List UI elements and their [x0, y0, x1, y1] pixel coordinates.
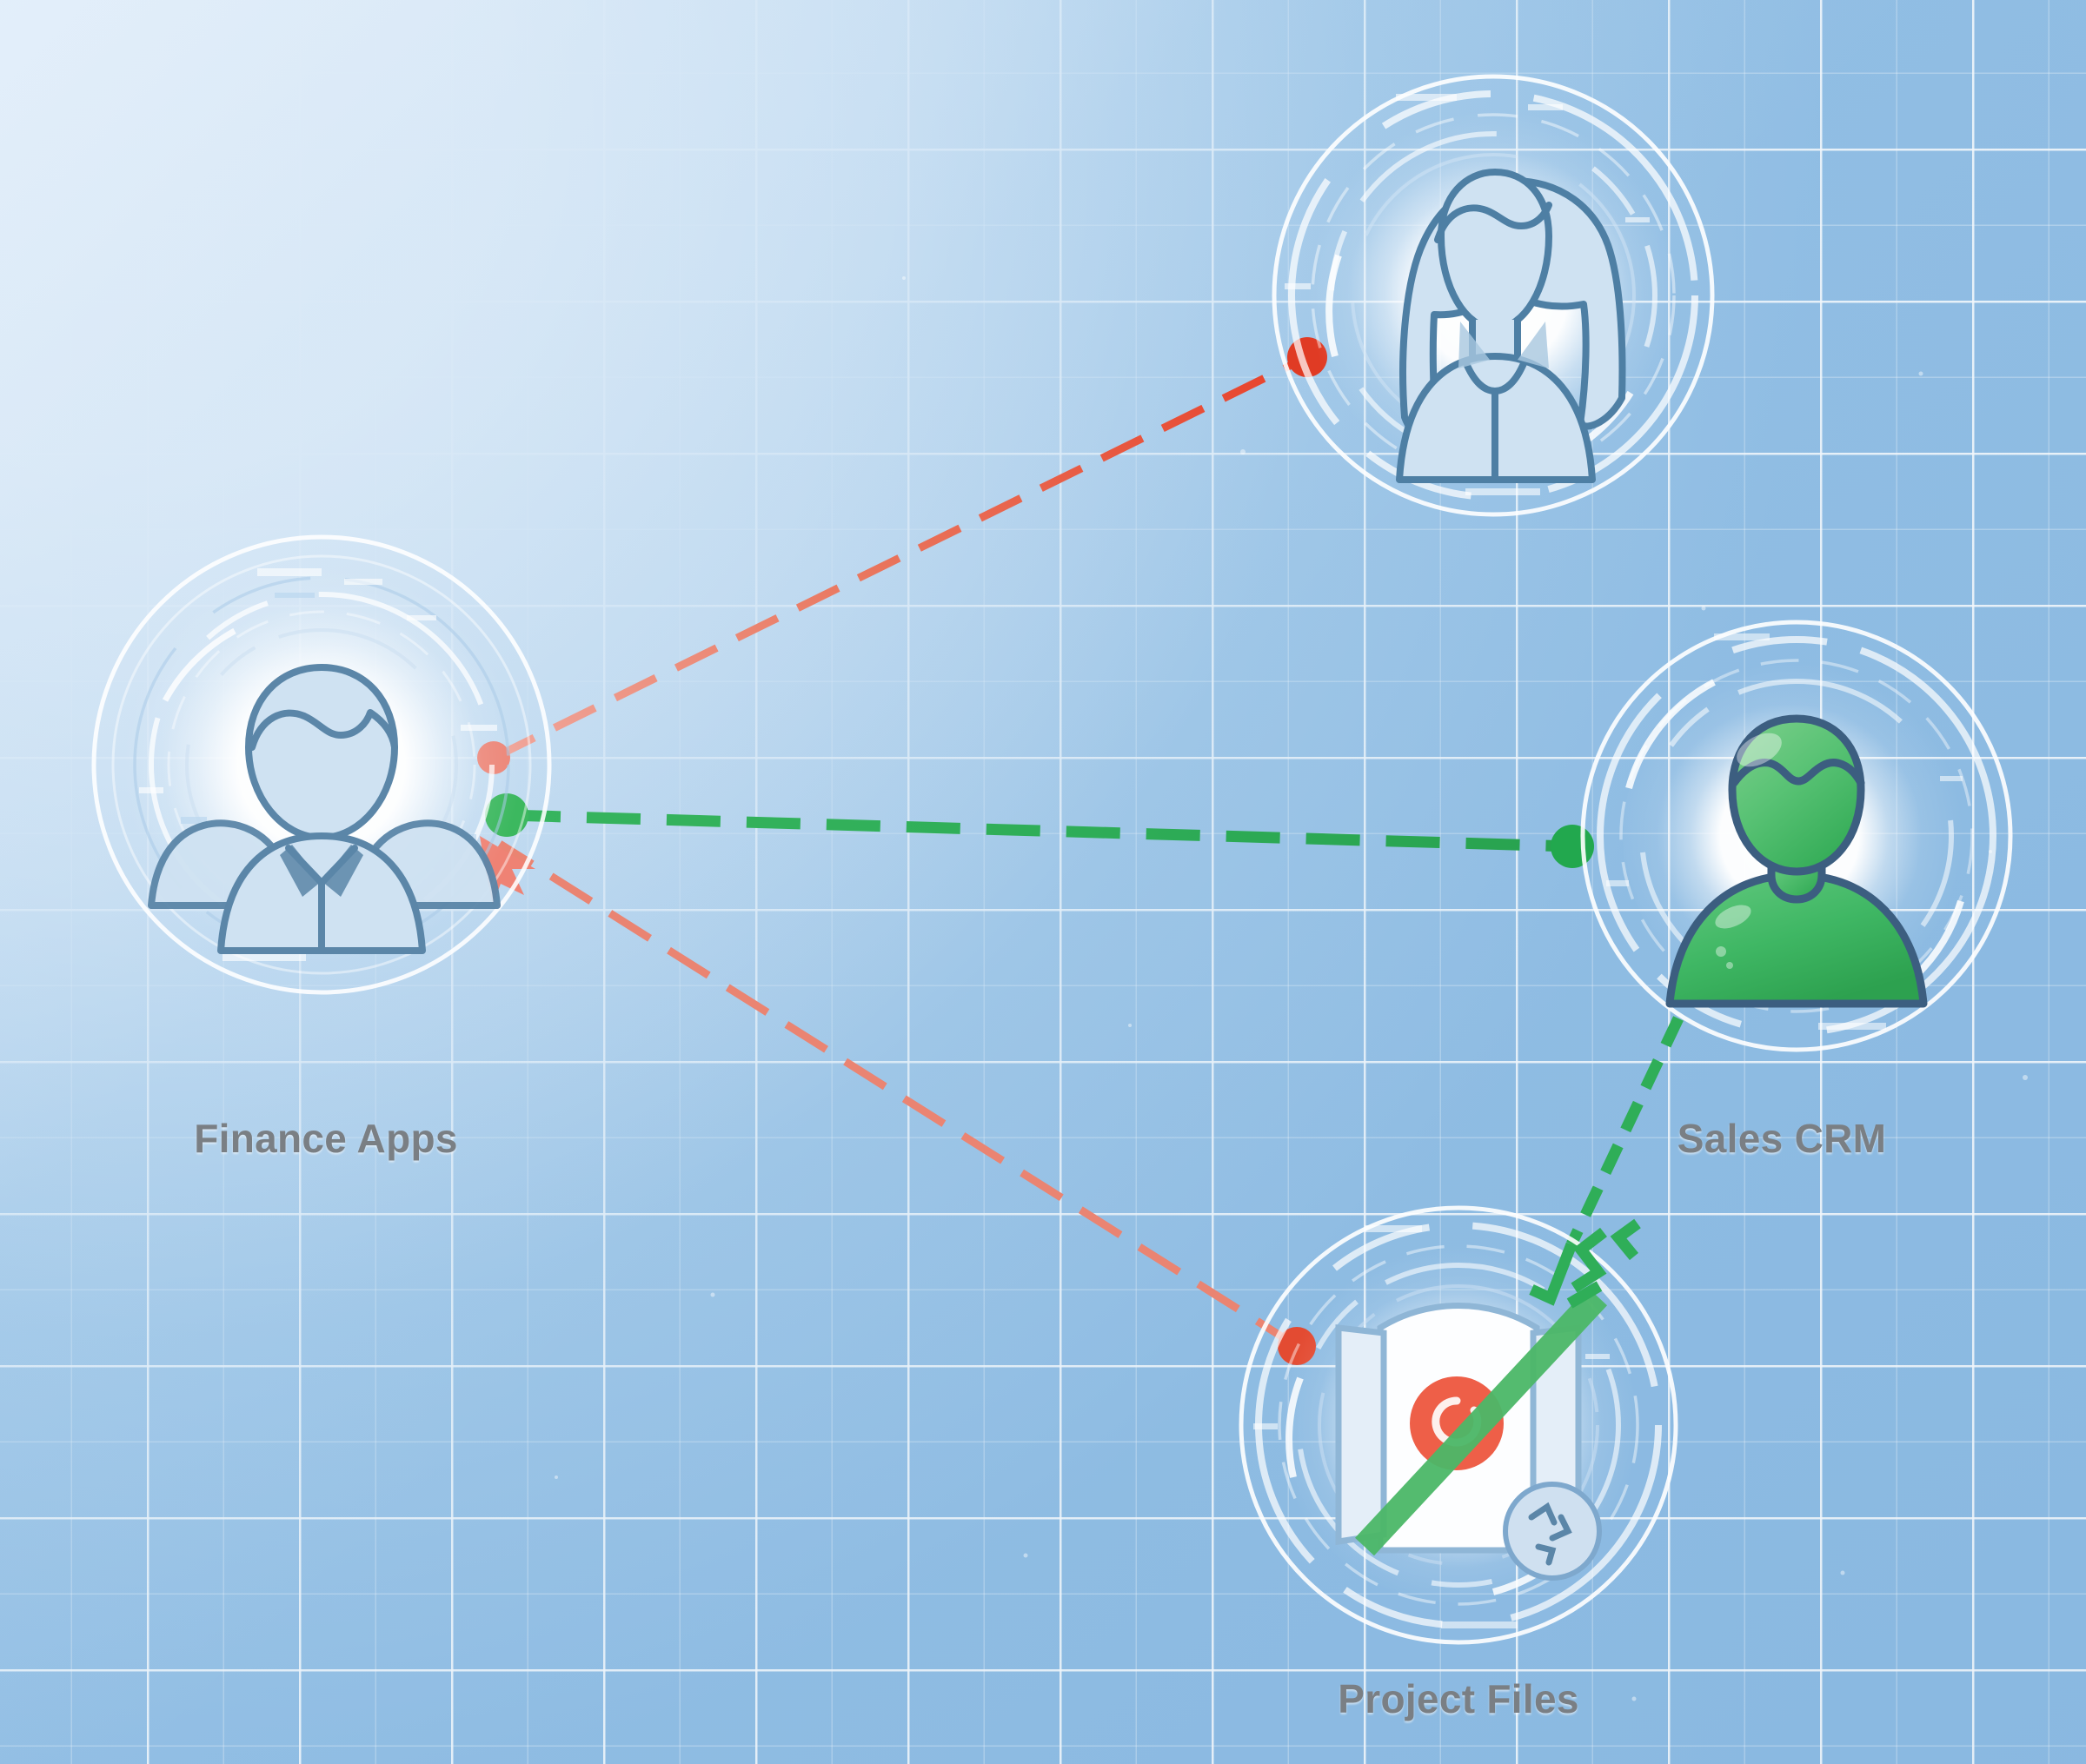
alert-badge-icon — [1410, 1376, 1504, 1470]
green-chevron-marks — [1529, 1218, 1641, 1309]
node-label-finance-apps: Finance Apps — [194, 1116, 458, 1161]
node-label-project-files: Project Files — [1338, 1676, 1579, 1721]
node-label-sales-crm: Sales CRM — [1677, 1116, 1887, 1161]
node-top-user[interactable] — [1267, 70, 1719, 521]
edge-sales-crm-to-project-files[interactable] — [1566, 1016, 1684, 1247]
node-sales-crm[interactable] — [1575, 614, 2018, 1058]
settings-badge-icon — [1503, 1482, 1602, 1581]
user-person-icon — [1665, 714, 1928, 1008]
users-group-icon — [148, 664, 501, 954]
green-diagonal-stripe — [1355, 1287, 1607, 1556]
node-finance-apps[interactable] — [87, 530, 556, 999]
user-female-icon — [1396, 169, 1626, 483]
